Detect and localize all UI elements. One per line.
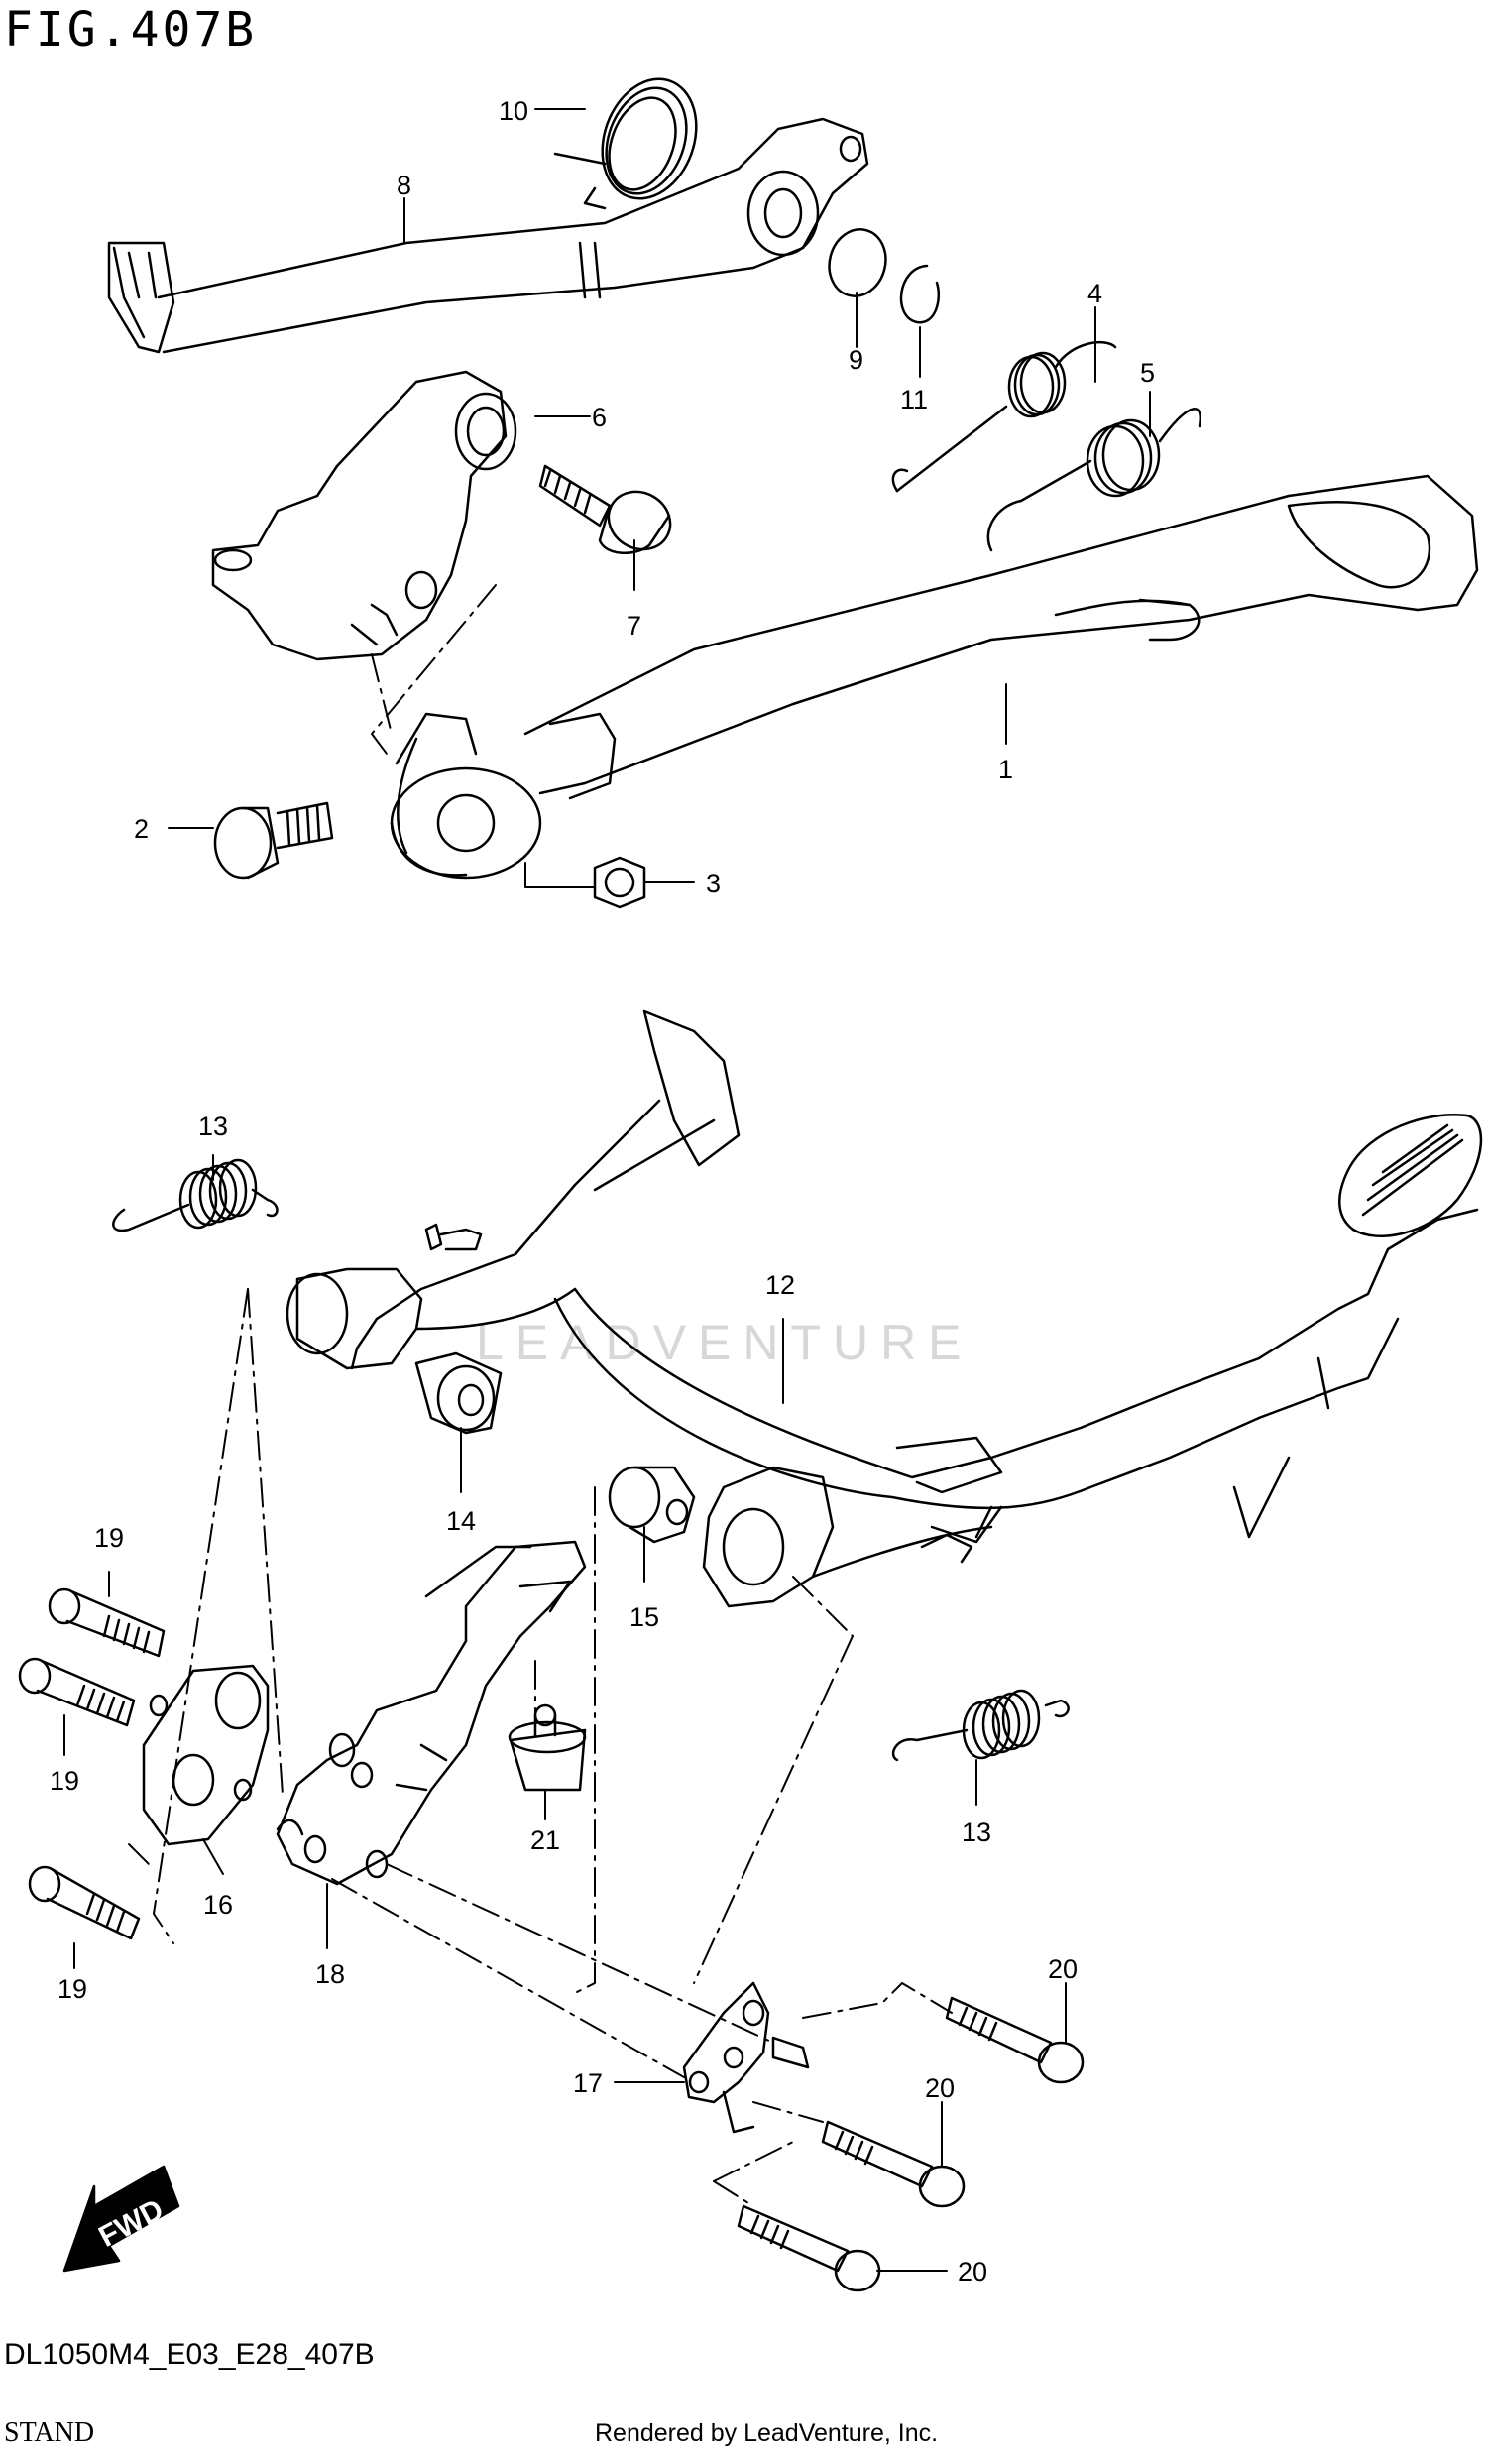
- part-2-bolt[interactable]: [213, 801, 334, 880]
- callout-10: 10: [499, 96, 528, 126]
- callout-7: 7: [627, 611, 641, 641]
- part-11-circlip[interactable]: [899, 264, 941, 324]
- callout-2: 2: [134, 814, 149, 844]
- callout-16: 16: [203, 1890, 233, 1920]
- callout-20-c: 20: [958, 2257, 987, 2287]
- part-3-nut[interactable]: [593, 856, 646, 909]
- callout-19-b: 19: [50, 1766, 79, 1796]
- part-19-bolt-b[interactable]: [18, 1657, 136, 1727]
- part-13-spring-lower[interactable]: [891, 1689, 1070, 1762]
- part-6-bracket[interactable]: [211, 370, 517, 661]
- callout-8: 8: [397, 171, 411, 200]
- part-21-stopper[interactable]: [508, 1703, 587, 1792]
- part-16-plate[interactable]: [142, 1664, 270, 1846]
- callout-14: 14: [446, 1506, 476, 1536]
- part-12-center-stand[interactable]: [286, 1009, 1483, 1608]
- leader-lines: [63, 108, 1151, 2272]
- callout-5: 5: [1140, 358, 1155, 388]
- part-5-spring[interactable]: [986, 408, 1202, 552]
- callout-11: 11: [900, 385, 928, 414]
- callout-9: 9: [849, 345, 863, 375]
- part-20-bolt-b[interactable]: [821, 2120, 966, 2208]
- part-10-spring[interactable]: [553, 65, 712, 211]
- part-19-bolt-a[interactable]: [48, 1587, 166, 1658]
- fwd-arrow-icon: FWD: [62, 2165, 180, 2273]
- model-code: DL1050M4_E03_E28_407B: [4, 2338, 375, 2371]
- callout-20-a: 20: [1048, 1954, 1078, 1984]
- callout-labels: 10 8 9 11 4 5 6 7 1 2 3 13 12 14 15 19 1…: [50, 96, 1155, 2287]
- callout-21: 21: [530, 1825, 560, 1855]
- part-9-circlip[interactable]: [822, 223, 893, 302]
- callout-13-upper: 13: [198, 1112, 228, 1141]
- callout-13-lower: 13: [962, 1818, 991, 1847]
- callout-19-a: 19: [94, 1523, 124, 1553]
- part-20-bolt-c[interactable]: [737, 2204, 881, 2292]
- part-7-bolt[interactable]: [538, 464, 681, 560]
- part-19-bolt-c[interactable]: [28, 1865, 141, 1940]
- part-20-bolt-a[interactable]: [945, 1996, 1085, 2084]
- callout-6: 6: [592, 403, 607, 432]
- callout-17: 17: [573, 2068, 603, 2098]
- part-1-side-stand[interactable]: [390, 474, 1479, 880]
- callout-3: 3: [706, 869, 721, 898]
- callout-12: 12: [765, 1270, 795, 1300]
- part-8-brake-pedal[interactable]: [107, 117, 869, 354]
- part-15-bush[interactable]: [608, 1466, 696, 1544]
- part-13-spring-upper[interactable]: [112, 1158, 279, 1232]
- assembly-lines: [128, 584, 953, 2207]
- callout-4: 4: [1087, 279, 1102, 308]
- callout-1: 1: [998, 755, 1013, 784]
- render-credit: Rendered by LeadVenture, Inc.: [595, 2419, 939, 2447]
- callout-18: 18: [315, 1959, 345, 1989]
- figure-title: FIG.407B: [4, 2, 258, 58]
- part-18-bracket[interactable]: [276, 1540, 587, 1886]
- watermark-text: LEADVENTURE: [476, 1315, 973, 1370]
- callout-15: 15: [629, 1602, 659, 1632]
- part-17-plate[interactable]: [682, 1981, 810, 2134]
- part-14-bush[interactable]: [414, 1351, 503, 1435]
- part-4-spring[interactable]: [891, 340, 1117, 493]
- callout-20-b: 20: [925, 2073, 955, 2103]
- section-name: STAND: [4, 2417, 95, 2448]
- callout-19-c: 19: [57, 1974, 87, 2004]
